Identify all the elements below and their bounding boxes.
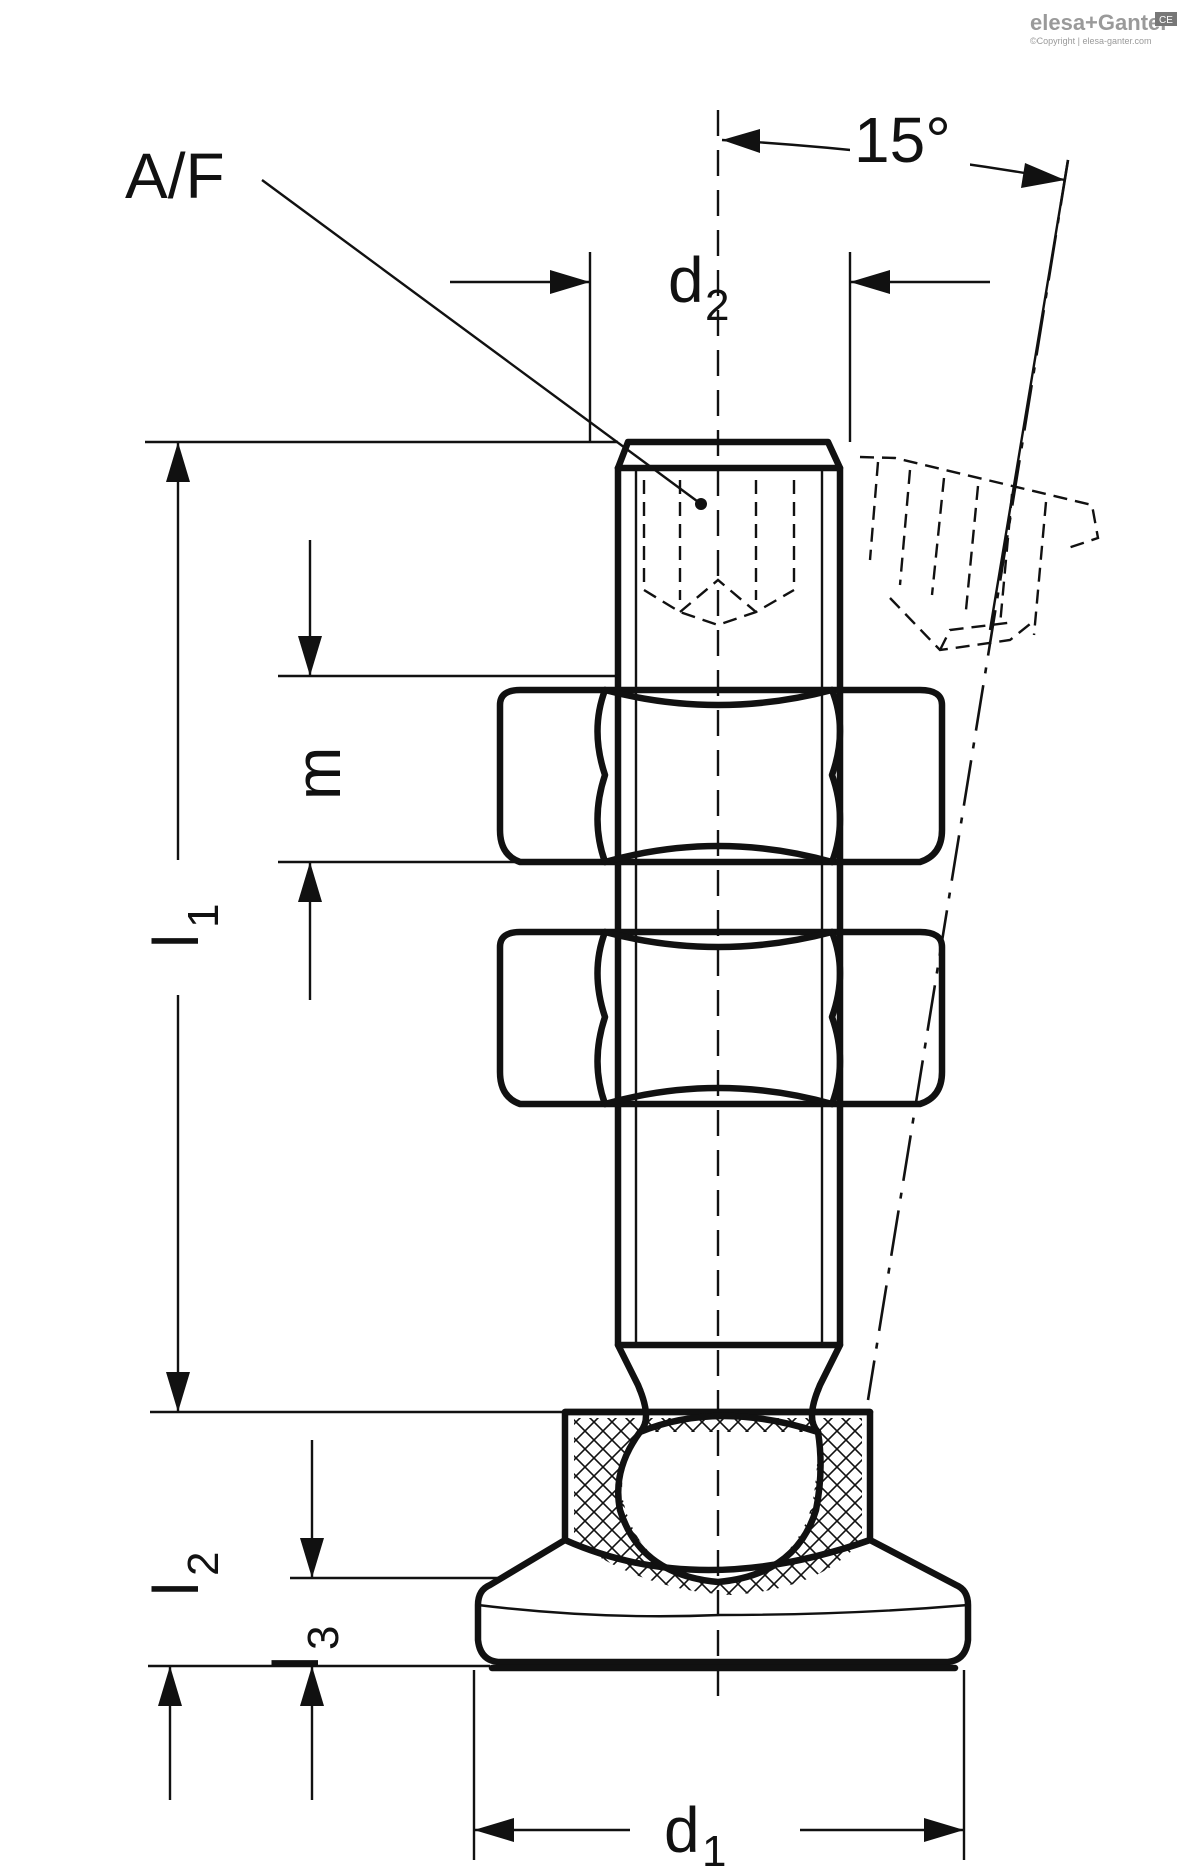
copyright-text: ©Copyright | elesa-ganter.com bbox=[1030, 36, 1152, 46]
threaded-stud bbox=[614, 438, 844, 1394]
watermark: elesa+Ganter CE ©Copyright | elesa-gante… bbox=[1030, 10, 1177, 46]
af-leader-line bbox=[261, 179, 702, 505]
tilted-position-outline bbox=[859, 159, 1100, 1401]
label-m: m bbox=[282, 747, 354, 800]
hex-nut-lower bbox=[496, 928, 946, 1108]
label-d1-sub: 1 bbox=[702, 1827, 726, 1876]
label-d2-sub: 2 bbox=[705, 281, 729, 330]
label-l3-sub: 3 bbox=[299, 1626, 348, 1650]
label-l1: l bbox=[140, 934, 212, 948]
dimension-angle bbox=[721, 129, 1066, 188]
dimension-m bbox=[278, 540, 618, 1000]
badge-text: CE bbox=[1159, 15, 1173, 26]
label-af: A/F bbox=[125, 140, 225, 212]
dimension-l2-l3 bbox=[148, 1440, 500, 1800]
dimension-d2 bbox=[450, 252, 990, 442]
ce-badge-icon bbox=[1155, 12, 1177, 26]
base-foot bbox=[474, 1408, 972, 1672]
brand-text: elesa+Ganter bbox=[1030, 10, 1169, 35]
hex-nut-upper bbox=[496, 686, 946, 866]
label-l2: l bbox=[140, 1582, 212, 1596]
label-l3: l bbox=[260, 1656, 332, 1670]
label-d1: d bbox=[664, 1794, 700, 1866]
label-d2: d bbox=[668, 244, 704, 316]
label-l2-sub: 2 bbox=[179, 1552, 228, 1576]
dimension-l1 bbox=[145, 440, 618, 1414]
label-l1-sub: 1 bbox=[179, 904, 228, 928]
label-angle: 15° bbox=[854, 104, 951, 176]
dimension-d1 bbox=[472, 1670, 966, 1860]
